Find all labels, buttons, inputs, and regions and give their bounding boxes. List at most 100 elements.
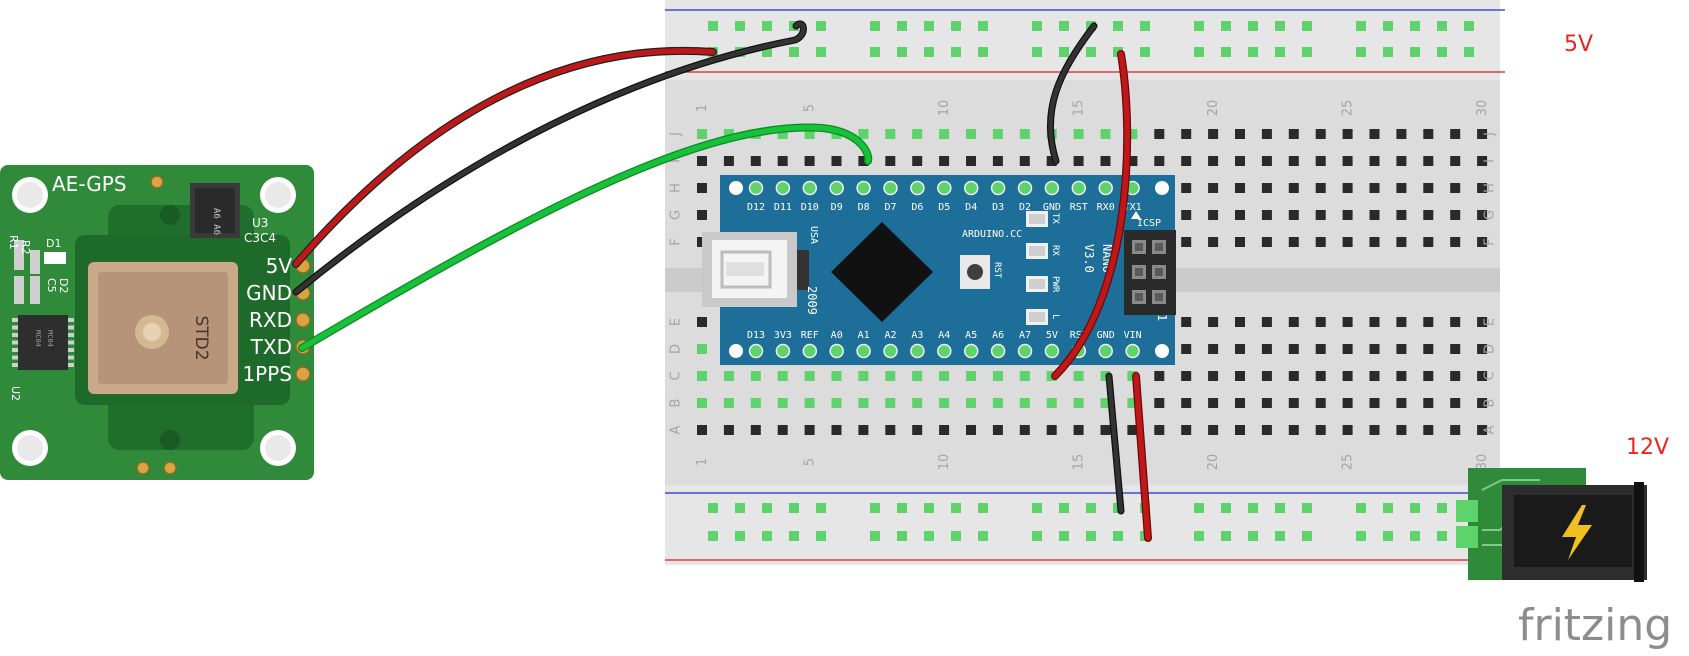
breadboard-hole (1046, 156, 1057, 166)
rail-hole (816, 503, 826, 513)
nano-top-pin-label: D4 (965, 202, 977, 213)
rail-hole (870, 21, 880, 31)
breadboard-hole (1396, 237, 1407, 247)
rail-hole (1437, 503, 1447, 513)
row-letter: J (669, 132, 684, 137)
rail-hole (924, 503, 934, 513)
breadboard-hole (1288, 317, 1299, 327)
breadboard-hole (1396, 210, 1407, 220)
breadboard-hole (777, 398, 788, 408)
breadboard-hole (1450, 371, 1461, 381)
breadboard-hole (1019, 156, 1030, 166)
column-number: 10 (937, 454, 952, 471)
breadboard-hole (1261, 129, 1272, 139)
breadboard-hole (1261, 371, 1272, 381)
nano-top-pin (1071, 180, 1087, 196)
breadboard-hole (1019, 371, 1030, 381)
nano-top-pin (963, 180, 979, 196)
column-number: 10 (937, 100, 952, 117)
row-letter: H (1483, 183, 1498, 193)
breadboard-hole (1261, 344, 1272, 354)
breadboard-hole (1423, 317, 1434, 327)
breadboard-hole (912, 398, 923, 408)
module-title: AE-GPS (52, 172, 127, 196)
breadboard-hole (697, 425, 707, 435)
breadboard-hole (939, 156, 950, 166)
rail-hole (1221, 531, 1231, 541)
wire-txd (299, 124, 872, 351)
column-number: 5 (803, 104, 818, 112)
breadboard-hole (1288, 210, 1299, 220)
rail-hole (978, 503, 988, 513)
breadboard-hole (1423, 425, 1434, 435)
breadboard-hole (1181, 129, 1192, 139)
nano-top-pin-label: GND (1043, 202, 1061, 213)
label-c3c4: C3C4 (244, 231, 276, 245)
gps-pin-pad (295, 366, 311, 382)
label-r1: R1 (7, 235, 20, 250)
breadboard-hole (1342, 183, 1353, 193)
nano-bottom-pin (883, 343, 898, 359)
wire-gnd-rail (1048, 23, 1097, 164)
breadboard-hole (1342, 210, 1353, 220)
breadboard-hole (1477, 425, 1488, 435)
column-number: 1 (695, 458, 710, 466)
nano-bottom-pin-label: A3 (911, 330, 923, 341)
breadboard-hole (1235, 425, 1245, 435)
rail-hole (978, 531, 988, 541)
breadboard-hole (885, 156, 896, 166)
rail-hole (1248, 503, 1258, 513)
breadboard-hole (1288, 398, 1299, 408)
breadboard-hole (1342, 156, 1353, 166)
rail-hole (1221, 21, 1231, 31)
rail-hole (762, 503, 772, 513)
nano-bottom-pin (1125, 343, 1140, 359)
breadboard-hole (1181, 344, 1192, 354)
breadboard-hole (1369, 398, 1380, 408)
breadboard-hole (1288, 344, 1299, 354)
rail-hole (789, 503, 799, 513)
rail-hole (1356, 503, 1366, 513)
nano-bottom-pin (937, 343, 952, 359)
breadboard-hole (1369, 156, 1380, 166)
icsp-header (1124, 230, 1176, 315)
row-letter: A (1483, 425, 1498, 434)
breadboard-hole (885, 425, 896, 435)
rail-hole (1248, 47, 1258, 57)
breadboard-hole (1315, 425, 1326, 435)
nano-top-pin-label: D2 (1019, 202, 1031, 213)
rail-hole (1275, 531, 1285, 541)
breadboard-hole (1396, 317, 1407, 327)
row-letter: F (1483, 238, 1498, 245)
label-led-rx: RX (1050, 245, 1060, 256)
nano-bottom-pin-label: A4 (938, 330, 950, 341)
row-letter: D (1483, 344, 1498, 354)
breadboard-hole (697, 210, 707, 220)
row-letter: C (669, 371, 684, 380)
nano-top-pin (802, 180, 818, 196)
label-year: 2009 (805, 286, 819, 315)
breadboard-hole (966, 398, 976, 408)
nano-top-pin-label: TX1 (1124, 202, 1142, 213)
breadboard-hole (1100, 129, 1111, 139)
breadboard-hole (1235, 237, 1245, 247)
breadboard-hole (1019, 129, 1030, 139)
breadboard-hole (1477, 317, 1488, 327)
rail-hole (1059, 47, 1069, 57)
breadboard-hole (777, 156, 788, 166)
rail-hole (1356, 47, 1366, 57)
nano-bottom-pin (1017, 343, 1033, 359)
breadboard-hole (1477, 371, 1488, 381)
rail-hole (1059, 21, 1069, 31)
breadboard-hole (1235, 398, 1245, 408)
breadboard-hole (1369, 371, 1380, 381)
rail-hole (1302, 503, 1312, 513)
nano-bottom-pin (910, 343, 925, 359)
breadboard-hole (966, 156, 976, 166)
breadboard-hole (1369, 183, 1380, 193)
rail-hole (789, 47, 799, 57)
breadboard-hole (1423, 210, 1434, 220)
breadboard-hole (1288, 129, 1299, 139)
rail-hole (924, 21, 934, 31)
rail-hole (1464, 47, 1474, 57)
